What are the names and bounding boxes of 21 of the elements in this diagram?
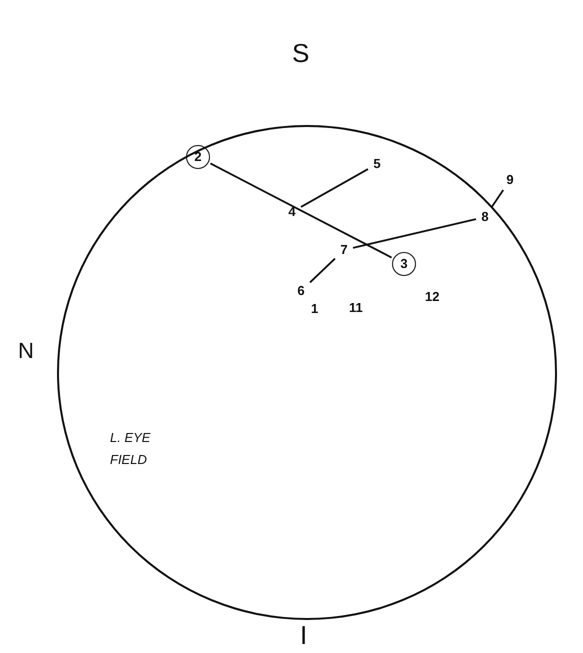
point-number: 9 xyxy=(503,172,517,188)
point-number: 11 xyxy=(349,301,363,314)
direction-letter: I xyxy=(300,622,308,648)
point-number: 12 xyxy=(425,290,440,303)
connecting-line xyxy=(352,218,476,249)
point-number: 7 xyxy=(337,242,351,258)
field-label: L. EYE FIELD xyxy=(110,429,152,469)
connecting-line xyxy=(300,168,368,208)
circled-point-number: 3 xyxy=(392,252,416,276)
visual-field-circle xyxy=(57,125,557,620)
point-number: 4 xyxy=(285,204,299,220)
direction-letter: N xyxy=(18,340,34,362)
direction-letter: S xyxy=(292,40,310,66)
point-number: 1 xyxy=(311,302,318,315)
connecting-line xyxy=(210,162,392,258)
circled-point-number: 2 xyxy=(186,145,210,169)
connecting-line xyxy=(491,190,504,208)
point-number: 5 xyxy=(370,156,384,172)
point-number: 6 xyxy=(294,283,308,299)
point-number: 8 xyxy=(478,209,492,225)
connecting-line xyxy=(309,258,336,284)
